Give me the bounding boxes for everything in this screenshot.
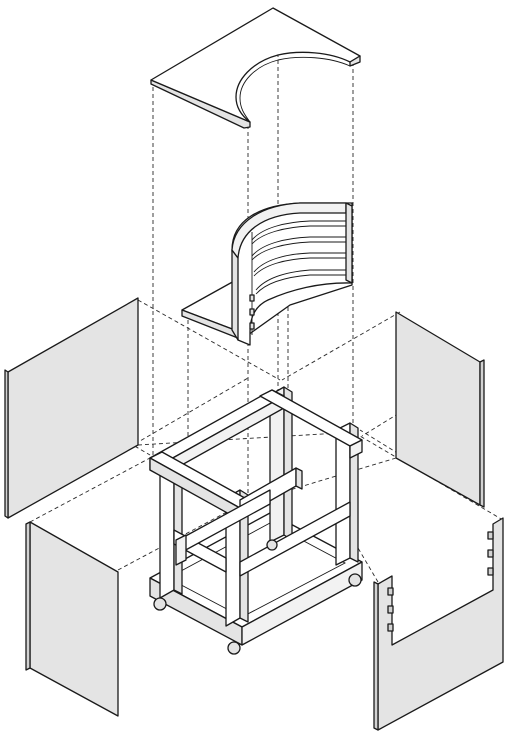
left-side-panel: [4, 297, 139, 519]
top-panel: [150, 7, 361, 129]
caster: [348, 573, 362, 587]
caster: [227, 641, 241, 655]
caster: [266, 539, 278, 551]
right-side-panel: [395, 311, 485, 508]
front-left-panel: [25, 521, 119, 717]
caster: [153, 597, 167, 611]
front-right-notched-panel: [373, 517, 504, 731]
base-frame: [149, 386, 363, 655]
curved-insert: [181, 202, 353, 346]
